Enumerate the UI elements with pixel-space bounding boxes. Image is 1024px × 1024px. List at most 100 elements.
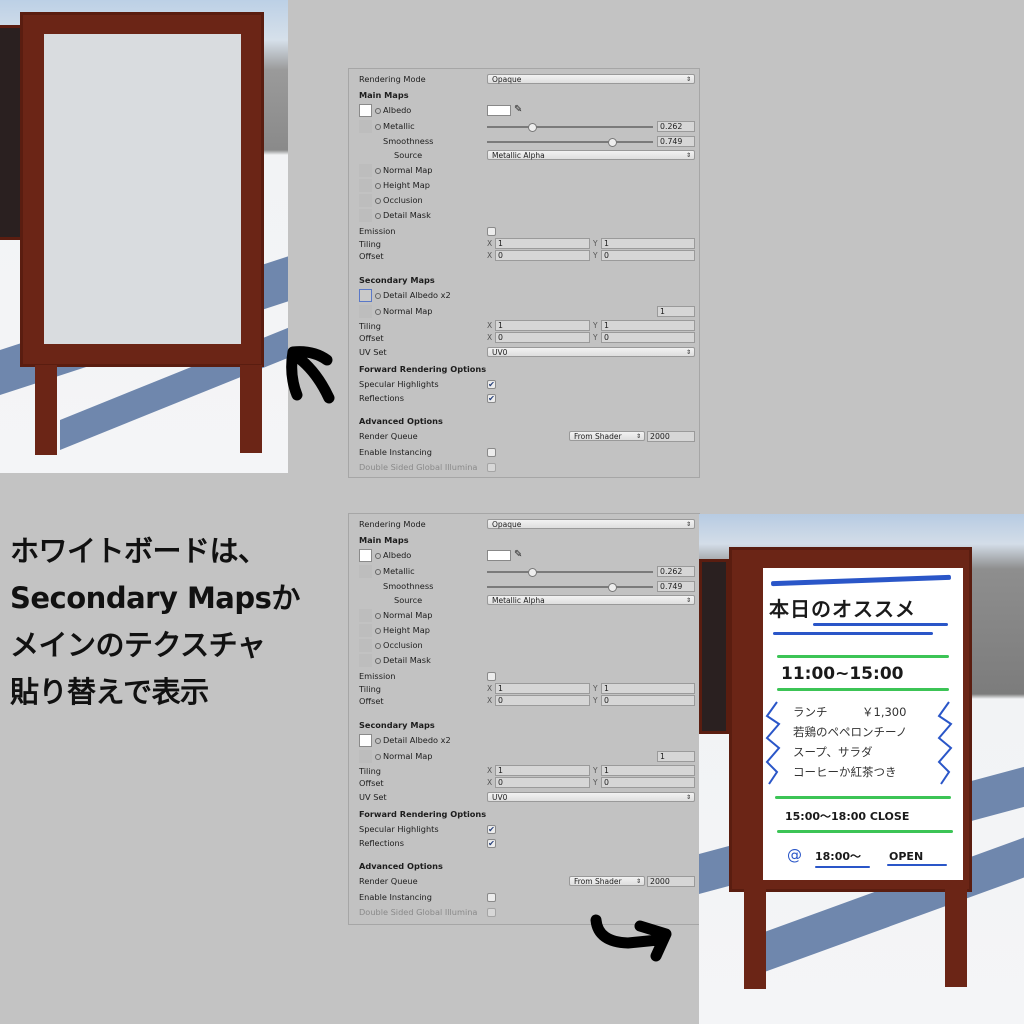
secondary-offset-y-field[interactable]: 0 — [601, 777, 695, 788]
menu-line: コーヒーか紅茶つき — [793, 765, 897, 779]
secondary-normal-map-slot[interactable] — [359, 750, 372, 763]
texture-picker-icon[interactable] — [375, 753, 381, 760]
normal-map-slot[interactable] — [359, 609, 372, 622]
specular-highlights-checkbox[interactable]: ✔ — [487, 380, 496, 389]
render-queue-mode-dropdown[interactable]: From Shader — [569, 876, 645, 887]
texture-picker-icon[interactable] — [375, 212, 381, 219]
texture-picker-icon[interactable] — [375, 612, 381, 619]
albedo-texture-slot[interactable] — [359, 549, 372, 562]
texture-picker-icon[interactable] — [375, 292, 381, 299]
enable-instancing-checkbox[interactable] — [487, 893, 496, 902]
tiling-x-field[interactable]: 1 — [495, 683, 590, 694]
smoothness-value-field[interactable]: 0.749 — [657, 136, 695, 147]
uv-set-dropdown[interactable]: UV0 — [487, 792, 695, 803]
specular-highlights-label: Specular Highlights — [359, 824, 439, 834]
offset-y-field[interactable]: 0 — [601, 250, 695, 261]
texture-picker-icon[interactable] — [375, 308, 381, 315]
slider-knob[interactable] — [528, 568, 537, 577]
occlusion-slot[interactable] — [359, 639, 372, 652]
tiling-x-field[interactable]: 1 — [495, 238, 590, 249]
metallic-slider[interactable] — [487, 568, 653, 577]
tiling-y-field[interactable]: 1 — [601, 683, 695, 694]
double-sided-gi-checkbox[interactable] — [487, 908, 496, 917]
reflections-checkbox[interactable]: ✔ — [487, 394, 496, 403]
rendering-mode-dropdown[interactable]: Opaque — [487, 74, 695, 85]
offset-x-field[interactable]: 0 — [495, 695, 590, 706]
albedo-texture-slot[interactable] — [359, 104, 372, 117]
secondary-offset-x-field[interactable]: 0 — [495, 332, 590, 343]
normal-scale-field[interactable]: 1 — [657, 751, 695, 762]
normal-map-slot[interactable] — [359, 164, 372, 177]
texture-picker-icon[interactable] — [375, 552, 381, 559]
eyedropper-icon[interactable]: ✎ — [514, 549, 523, 560]
render-queue-value-field[interactable]: 2000 — [647, 431, 695, 442]
metallic-texture-slot[interactable] — [359, 120, 372, 133]
albedo-color-swatch[interactable] — [487, 550, 511, 561]
smoothness-slider[interactable] — [487, 583, 653, 592]
metallic-value-field[interactable]: 0.262 — [657, 566, 695, 577]
render-queue-mode-dropdown[interactable]: From Shader — [569, 431, 645, 442]
smoothness-slider[interactable] — [487, 138, 653, 147]
secondary-tiling-x-field[interactable]: 1 — [495, 765, 590, 776]
marker-underline — [773, 632, 933, 635]
metallic-value-field[interactable]: 0.262 — [657, 121, 695, 132]
texture-picker-icon[interactable] — [375, 642, 381, 649]
source-dropdown[interactable]: Metallic Alpha — [487, 150, 695, 161]
uv-set-dropdown[interactable]: UV0 — [487, 347, 695, 358]
detail-albedo-texture-slot[interactable] — [359, 734, 372, 747]
render-queue-value-field[interactable]: 2000 — [647, 876, 695, 887]
reflections-label: Reflections — [359, 393, 405, 403]
secondary-normal-map-slot[interactable] — [359, 305, 372, 318]
slider-knob[interactable] — [608, 583, 617, 592]
emission-checkbox[interactable] — [487, 672, 496, 681]
metallic-slider[interactable] — [487, 123, 653, 132]
detail-albedo-texture-slot[interactable] — [359, 289, 372, 302]
secondary-tiling-x-field[interactable]: 1 — [495, 320, 590, 331]
emission-checkbox[interactable] — [487, 227, 496, 236]
scene-view-blank-whiteboard — [0, 0, 288, 473]
secondary-tiling-y-field[interactable]: 1 — [601, 320, 695, 331]
at-symbol-icon: @ — [787, 846, 802, 864]
source-dropdown[interactable]: Metallic Alpha — [487, 595, 695, 606]
rendering-mode-dropdown[interactable]: Opaque — [487, 519, 695, 530]
enable-instancing-checkbox[interactable] — [487, 448, 496, 457]
texture-picker-icon[interactable] — [375, 167, 381, 174]
texture-picker-icon[interactable] — [375, 627, 381, 634]
texture-picker-icon[interactable] — [375, 123, 381, 130]
specular-highlights-checkbox[interactable]: ✔ — [487, 825, 496, 834]
metallic-label: Metallic — [383, 566, 415, 576]
detail-mask-slot[interactable] — [359, 654, 372, 667]
reflections-checkbox[interactable]: ✔ — [487, 839, 496, 848]
tiling-y-field[interactable]: 1 — [601, 238, 695, 249]
height-map-slot[interactable] — [359, 179, 372, 192]
detail-mask-slot[interactable] — [359, 209, 372, 222]
offset-x-field[interactable]: 0 — [495, 250, 590, 261]
height-map-slot[interactable] — [359, 624, 372, 637]
texture-picker-icon[interactable] — [375, 182, 381, 189]
double-sided-gi-checkbox[interactable] — [487, 463, 496, 472]
texture-picker-icon[interactable] — [375, 657, 381, 664]
secondary-tiling-y-field[interactable]: 1 — [601, 765, 695, 776]
texture-picker-icon[interactable] — [375, 568, 381, 575]
arrow-up-left-icon — [286, 346, 335, 404]
smoothness-value-field[interactable]: 0.749 — [657, 581, 695, 592]
normal-scale-field[interactable]: 1 — [657, 306, 695, 317]
eyedropper-icon[interactable]: ✎ — [514, 104, 523, 115]
normal-map-label: Normal Map — [383, 610, 433, 620]
secondary-tiling-row: Tiling X 1 Y 1 — [359, 320, 695, 333]
open-label: OPEN — [889, 850, 924, 863]
texture-picker-icon[interactable] — [375, 107, 381, 114]
slider-knob[interactable] — [608, 138, 617, 147]
texture-picker-icon[interactable] — [375, 197, 381, 204]
offset-y-field[interactable]: 0 — [601, 695, 695, 706]
slider-knob[interactable] — [528, 123, 537, 132]
albedo-color-swatch[interactable] — [487, 105, 511, 116]
secondary-offset-x-field[interactable]: 0 — [495, 777, 590, 788]
secondary-normal-map-label: Normal Map — [383, 751, 433, 761]
secondary-offset-y-field[interactable]: 0 — [601, 332, 695, 343]
occlusion-slot[interactable] — [359, 194, 372, 207]
axis-y-label: Y — [593, 239, 598, 248]
metallic-texture-slot[interactable] — [359, 565, 372, 578]
texture-picker-icon[interactable] — [375, 737, 381, 744]
caption-line: メインのテクスチャ — [10, 628, 266, 662]
